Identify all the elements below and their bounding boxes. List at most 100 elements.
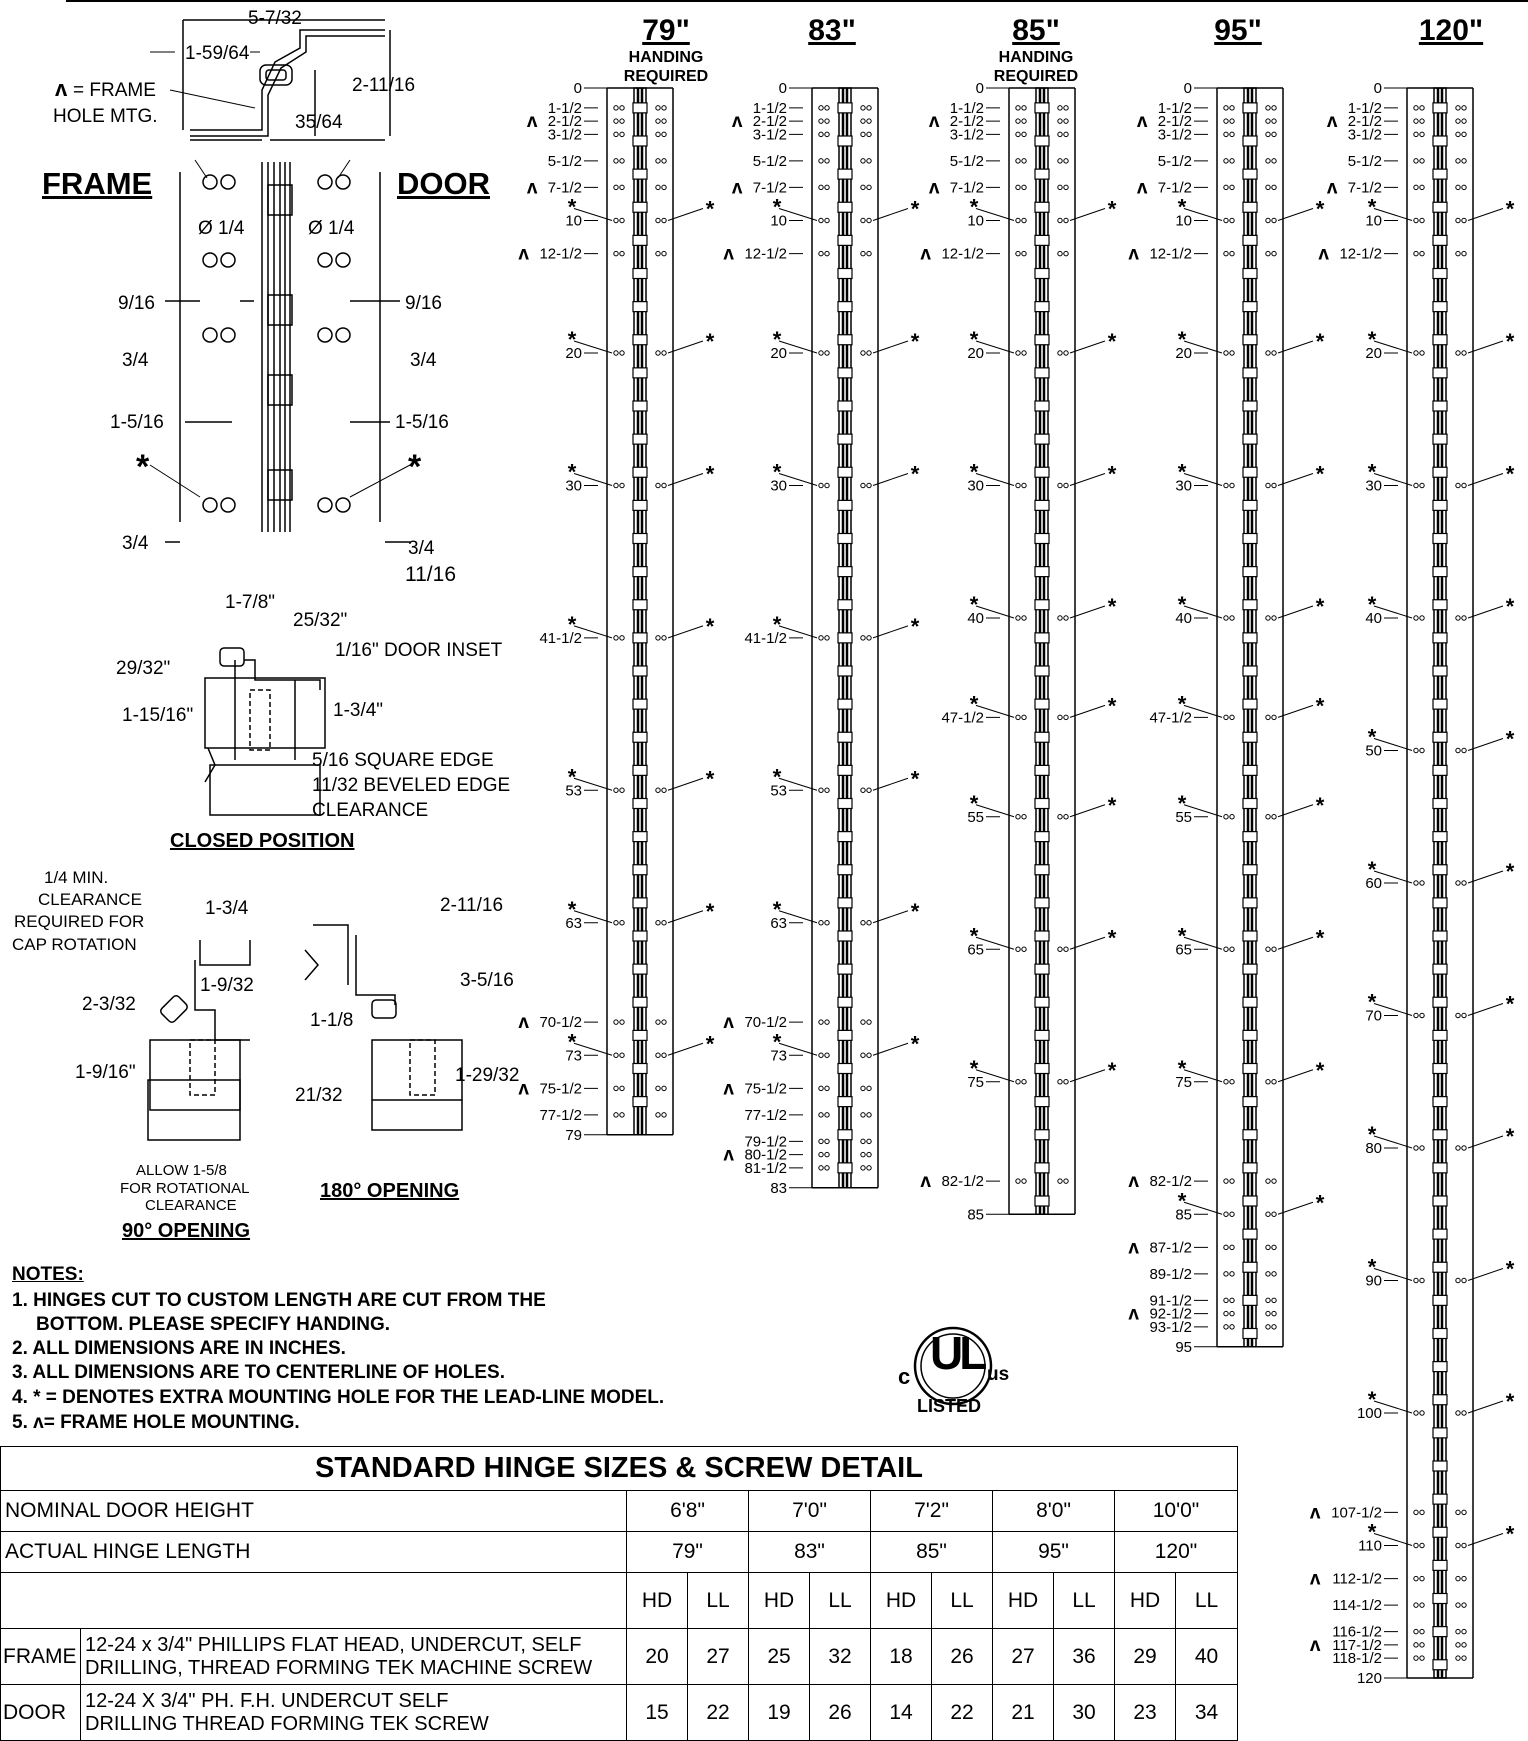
table-title: STANDARD HINGE SIZES & SCREW DETAIL	[0, 1446, 1238, 1491]
dim-9-16-right: 9/16	[405, 293, 442, 314]
hinge-2-knuckle-segment	[1034, 599, 1050, 611]
hinge-4-door-hole	[1455, 1509, 1461, 1516]
dim-1-5-16-right: 1-5/16	[395, 412, 449, 433]
frame-count: 27	[687, 1628, 749, 1685]
hinge-1-door-hole	[860, 184, 866, 191]
hinge-2-knuckle-segment	[1034, 731, 1050, 743]
hinge-1-leader-line	[778, 473, 818, 486]
hinge-1-door-hole	[860, 105, 866, 111]
hinge-1-frame-label: 0	[779, 80, 787, 97]
hinge-1-knuckle-segment	[837, 599, 853, 611]
hinge-2-leader-line	[975, 704, 1015, 718]
hinge-0-knuckle-segment	[632, 267, 648, 280]
hinge-0-knuckle-segment	[632, 864, 648, 876]
hinge-0-door-hole	[661, 118, 667, 124]
hinge-4-knuckle-segment	[1432, 1029, 1448, 1041]
hinge-3-frame-hole	[1229, 118, 1235, 124]
hinge-0-leader-line	[573, 1042, 613, 1056]
hinge-3-frame-hole	[1229, 131, 1235, 138]
hinge-2-frame-hole	[1021, 158, 1027, 164]
hinge-0-frame-label: 7-1/2	[548, 179, 582, 196]
hinge-2-door-hole	[1063, 250, 1069, 257]
hinge-0-leader-line	[667, 473, 704, 486]
hinge-3-knuckle-segment	[1242, 201, 1258, 213]
hinge-2-door-hole	[1057, 105, 1063, 111]
hinge-4-frame-label: 117-1/2	[1332, 1637, 1382, 1654]
hinge-2-door-hole	[1057, 184, 1063, 191]
hinge-3-leader-line	[1277, 340, 1314, 354]
hinge-1-star-hole	[818, 482, 824, 489]
hinge-2-leader-line	[975, 340, 1015, 354]
hinge-1-knuckle-segment	[837, 897, 853, 909]
hinge-0-frame-label: 3-1/2	[548, 126, 582, 143]
closed-door-inset: 1/16" DOOR INSET	[335, 640, 503, 661]
hinge-2-star-hole	[1021, 1079, 1027, 1085]
hinge-2-knuckle-segment	[1034, 831, 1050, 843]
hinge-2-leader-line	[975, 1069, 1015, 1083]
hinge-4-asterisk-icon: *	[1368, 1520, 1377, 1545]
hinge-4-frame-label: 5-1/2	[1348, 153, 1382, 170]
hinge-2-star-label: 30	[967, 478, 984, 495]
hinge-4-knuckle-segment	[1432, 102, 1448, 114]
hinge-4-star-label: 20	[1365, 345, 1382, 362]
hinge-2-asterisk-icon: *	[1108, 197, 1117, 222]
hinge-4-star-hole	[1413, 1542, 1419, 1549]
hinge-2-frame-hole	[1015, 250, 1021, 257]
hinge-0-star-label: 73	[565, 1047, 582, 1064]
hinge-4-door-hole	[1455, 118, 1461, 124]
hinge-3-frame-hole	[1229, 1178, 1235, 1184]
hinge-1-star-hole	[818, 635, 824, 641]
hinge-4-frame-label: 107-1/2	[1331, 1504, 1382, 1521]
hinge-4-frame-label: 118-1/2	[1332, 1650, 1382, 1667]
hinge-2-knuckle-segment	[1034, 301, 1050, 313]
hinge-1-asterisk-icon: *	[773, 897, 782, 922]
hinge-3-frame-hole	[1229, 1310, 1235, 1317]
hinge-3-star-label: 55	[1175, 809, 1192, 826]
hinge-1-star-hole	[824, 920, 830, 926]
hinge-1-knuckle-segment	[837, 864, 853, 876]
hinge-4-frame-hole	[1419, 1509, 1425, 1516]
hinge-3-knuckle-segment	[1242, 1129, 1258, 1141]
hinge-3-star-hole	[1229, 814, 1235, 820]
hinge-3-leader-line	[1277, 605, 1314, 619]
hinge-1-knuckle-segment	[837, 731, 853, 743]
hinge-3-frame-hole	[1223, 131, 1229, 138]
hinge-3-caret-icon: ʌ	[1128, 1171, 1139, 1192]
hinge-1-frame-hole	[818, 184, 824, 191]
hinge-2-star-hole	[1063, 946, 1069, 952]
hinge-0-asterisk-icon: *	[706, 462, 715, 487]
hinge-4-knuckle-segment	[1432, 532, 1448, 545]
hinge-2-knuckle-segment	[1034, 334, 1050, 346]
hinge-1-door-hole	[860, 1138, 866, 1145]
hinge-1-knuckle-segment	[837, 466, 853, 478]
hinge-1-star-hole	[818, 350, 824, 356]
hinge-0-star-label: 53	[565, 782, 582, 799]
hinge-2-frame-label: 7-1/2	[950, 179, 984, 196]
hinge-2-star-hole	[1015, 1079, 1021, 1085]
hinge-0-star-hole	[661, 482, 667, 489]
hinge-0-knuckle-segment	[632, 1096, 648, 1108]
hinge-1-leader-line	[872, 777, 909, 791]
hinge-3-door-hole	[1265, 105, 1271, 111]
hinge-1-leader-line	[872, 208, 909, 221]
hinge-1-star-hole	[866, 787, 872, 793]
hinge-4-knuckle-segment	[1432, 930, 1448, 942]
hinge-4-knuckle-segment	[1432, 1228, 1448, 1240]
hinge-4-knuckle-segment	[1432, 466, 1448, 478]
hinge-1-knuckle-segment	[837, 433, 853, 445]
hinge-1-star-label: 20	[770, 345, 787, 362]
hinge-3-star-label: 30	[1175, 478, 1192, 495]
hinge-4-star-label: 50	[1365, 743, 1382, 760]
hinge-1-door-hole	[860, 1112, 866, 1118]
door-desc-line-2: DRILLING THREAD FORMING TEK SCREW	[85, 1712, 489, 1735]
hinge-1-caret-icon: ʌ	[732, 177, 743, 198]
hinge-3-star-label: 65	[1175, 941, 1192, 958]
hinge-2-leader-line	[1069, 936, 1106, 950]
hinge-4-caret-icon: ʌ	[1327, 111, 1338, 132]
legend-frame-hole-2: HOLE MTG.	[53, 106, 158, 127]
hinge-4-knuckle-segment	[1432, 1559, 1448, 1571]
hinge-3-frame-hole	[1223, 250, 1229, 257]
hinge-0-knuckle-segment	[632, 897, 648, 909]
hinge-1-star-hole	[818, 217, 824, 224]
hinge-2-frame-hole	[1021, 184, 1027, 191]
